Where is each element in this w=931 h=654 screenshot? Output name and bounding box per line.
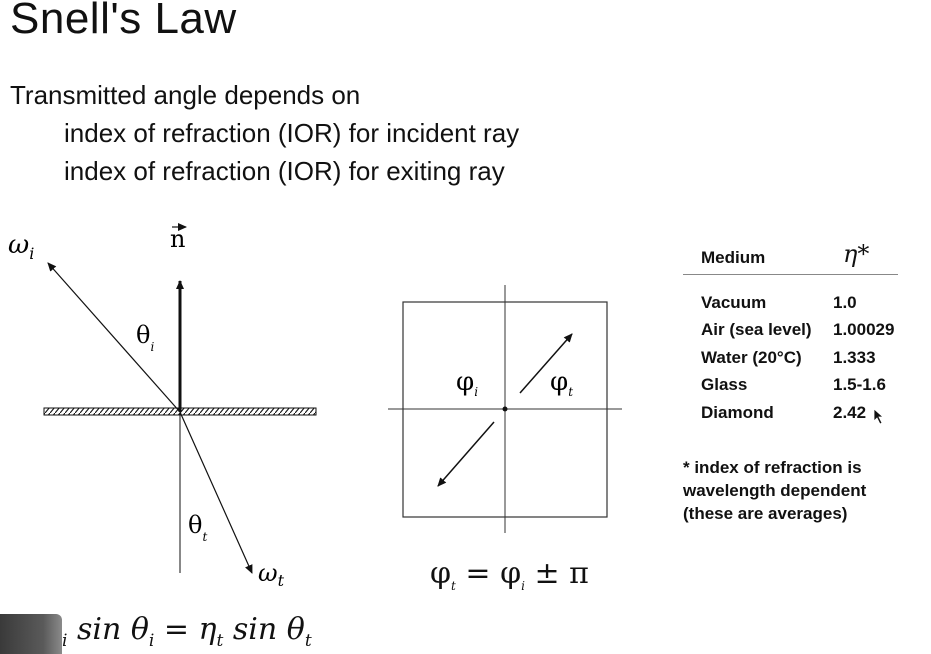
- ior-table-row: Glass 1.5-1.6: [683, 372, 898, 400]
- theta-t-label: θt: [188, 511, 207, 544]
- ior-table-row: Air (sea level) 1.00029: [683, 317, 898, 345]
- refraction-diagram: ωi n θi θt ωt: [8, 223, 317, 590]
- intro-line-2: index of refraction (IOR) for incident r…: [64, 118, 520, 148]
- transmitted-ray: [179, 411, 253, 574]
- medium-name: Air (sea level): [701, 320, 812, 340]
- medium-name: Diamond: [701, 402, 774, 422]
- medium-name: Water (20°C): [701, 347, 802, 367]
- ior-value: 1.0: [833, 292, 857, 312]
- snell-formula: i sin θi = ηt sin θt: [62, 612, 312, 651]
- ior-value: 1.00029: [833, 320, 895, 340]
- medium-name: Glass: [701, 375, 748, 395]
- ior-value: 1.333: [833, 347, 876, 367]
- ior-table-header: Medium η*: [683, 230, 898, 275]
- ior-footnote: * index of refraction is wavelength depe…: [683, 456, 866, 525]
- ior-table-row: Water (20°C) 1.333: [683, 344, 898, 372]
- incident-direction-arrow: [437, 421, 495, 487]
- azimuth-formula: φt = φi ± π: [430, 556, 589, 593]
- intro-text: Transmitted angle depends on index of re…: [10, 76, 519, 190]
- intro-line-1: Transmitted angle depends on: [10, 80, 361, 110]
- transmitted-direction-arrow: [519, 333, 573, 394]
- azimuth-origin: [502, 406, 508, 412]
- normal-label: n: [170, 225, 185, 253]
- omega-i-label: ωi: [8, 230, 34, 263]
- ior-value: 2.42: [833, 402, 867, 422]
- incident-ray: [47, 262, 181, 413]
- footnote-line-2: wavelength dependent: [683, 481, 867, 500]
- ior-table-row: Vacuum 1.0: [683, 289, 898, 317]
- header-medium: Medium: [701, 248, 766, 267]
- mouse-cursor-icon: [873, 408, 885, 425]
- presenter-video-overlay: [0, 614, 62, 654]
- azimuth-diagram: φi φt: [388, 285, 622, 533]
- footnote-line-1: * index of refraction is: [683, 458, 862, 477]
- header-eta: η*: [843, 240, 870, 268]
- phi-t-label: φt: [550, 367, 573, 399]
- omega-t-label: ωt: [258, 559, 285, 590]
- medium-name: Vacuum: [701, 292, 767, 312]
- ior-table-row: Diamond 2.42: [683, 399, 898, 427]
- slide-title: Snell's Law: [10, 0, 237, 43]
- theta-i-label: θi: [136, 321, 154, 354]
- phi-i-label: φi: [456, 367, 478, 399]
- footnote-line-3: (these are averages): [683, 504, 848, 523]
- intro-line-3: index of refraction (IOR) for exiting ra…: [64, 156, 505, 186]
- ior-value: 1.5-1.6: [833, 375, 886, 395]
